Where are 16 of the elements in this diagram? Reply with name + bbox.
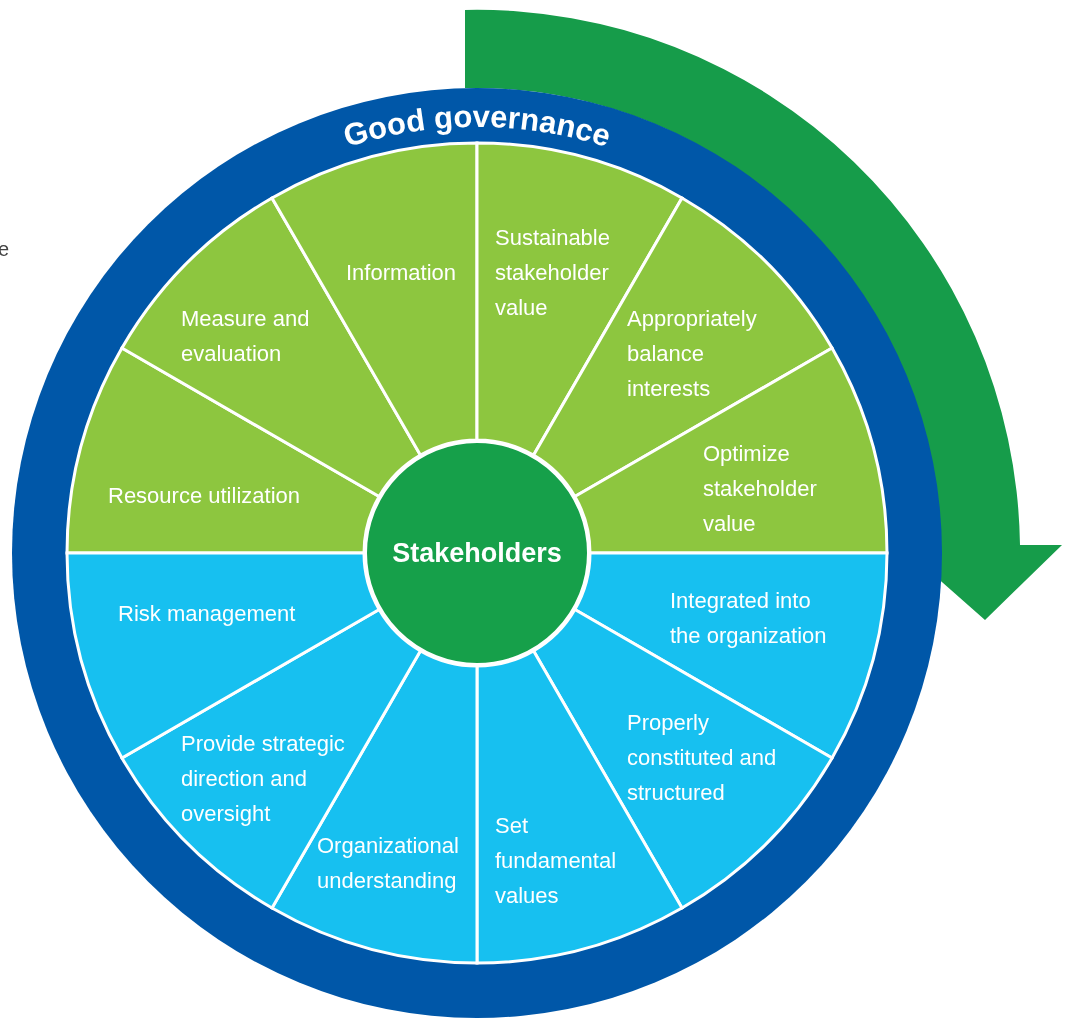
wheel-segment [572,345,889,555]
segment-label: Set fundamental values [495,812,618,910]
segment-label: Optimize stakeholder value [703,440,818,538]
center-label: Stakeholders [392,537,562,569]
segment-label: Properly constituted and structured [627,709,778,807]
segment-label: Appropriately balance interests [627,305,758,403]
segment-label: Sustainable stakeholder value [495,224,611,322]
segment-label: Provide strategic direction and oversight [181,730,346,828]
segment-label: Organizational understanding [317,832,460,895]
ring-title: Good governance [339,98,615,154]
segment-label: Resource utilization [108,482,301,510]
segment-label: Integrated into the organization [670,587,828,650]
segment-label: Risk management [118,600,297,628]
wheel-segment [65,551,382,760]
segment-label: Information [346,259,458,287]
segment-label: Measure and evaluation [181,305,311,368]
